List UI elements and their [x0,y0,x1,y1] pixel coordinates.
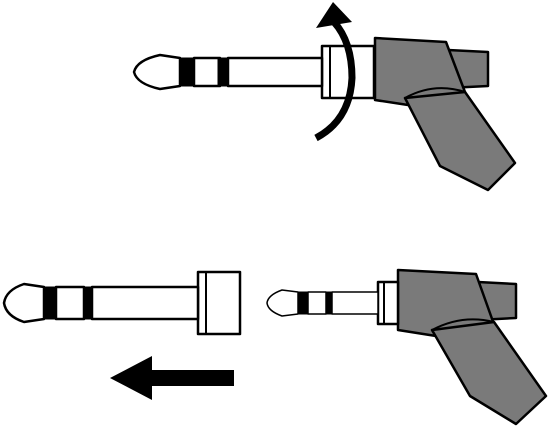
small-plug-collar [376,280,400,326]
large-plug-ring [54,285,86,321]
curved-arrow-icon [314,2,356,142]
small-plug-tip [266,289,299,317]
large-plug-insulator-ring-2 [43,286,57,320]
large-plug-tip [2,282,46,324]
large-plug-sleeve [90,285,200,321]
housing-grip [403,90,517,192]
plug-insulator-ring-1 [217,57,229,87]
small-housing-grip [430,320,548,426]
right-angle-housing [373,36,517,192]
small-right-angle-housing [396,268,548,426]
small-plug-insulator-ring-2 [297,291,309,315]
small-plug-assembly [266,268,548,426]
plug-tip [132,53,182,91]
large-plug-insulator-ring-1 [83,286,93,320]
small-plug-sleeve [331,291,379,315]
assembled-plug [132,2,517,192]
housing-grip-edge [404,87,466,99]
plug-ring [192,56,222,88]
small-plug-ring [307,291,327,315]
small-housing-grip-edge [431,318,495,331]
plug-sleeve [226,56,324,88]
separated-parts [2,268,548,426]
small-plug-insulator-ring-1 [325,291,333,315]
large-plug-collar [196,270,242,336]
plug-insulator-ring-2 [179,57,195,87]
left-arrow-icon [110,356,234,400]
large-plug [2,270,242,336]
